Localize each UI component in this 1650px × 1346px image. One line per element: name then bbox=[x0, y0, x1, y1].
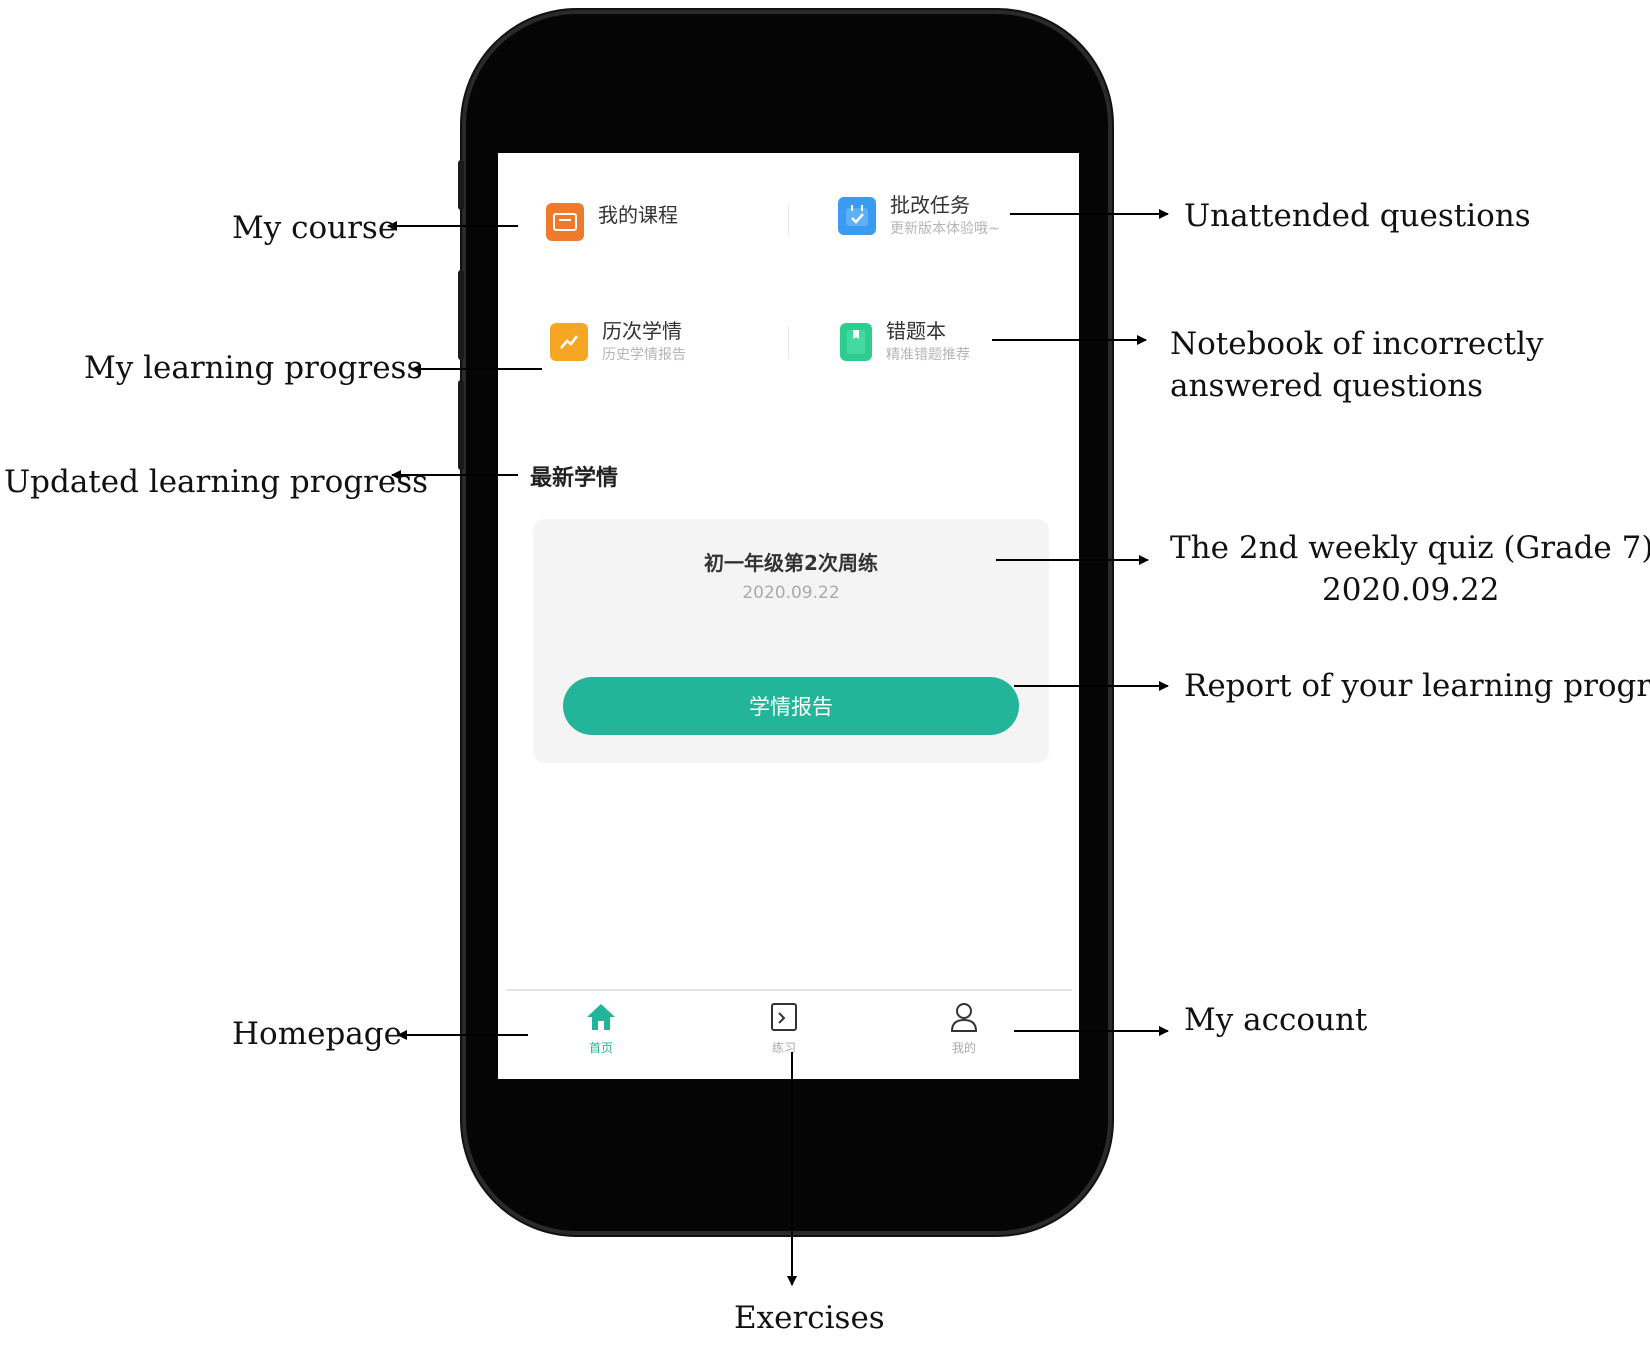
tab-account[interactable]: 我的 bbox=[924, 1001, 1004, 1056]
annotation-unattended: Unattended questions bbox=[1184, 198, 1531, 234]
quiz-card: 初一年级第2次周练 2020.09.22 学情报告 bbox=[533, 519, 1049, 763]
annotation-my-course: My course bbox=[232, 210, 397, 246]
tab-account-label: 我的 bbox=[951, 1041, 976, 1055]
quiz-title: 初一年级第2次周练 bbox=[704, 551, 878, 575]
history-progress-label: 历次学情 bbox=[602, 319, 682, 343]
my-course-item[interactable]: 我的课程 bbox=[546, 203, 678, 241]
phone-side-button bbox=[458, 270, 464, 360]
history-progress-subtitle: 历史学情报告 bbox=[602, 347, 686, 363]
grading-tasks-label: 批改任务 bbox=[890, 193, 970, 217]
tab-home-label: 首页 bbox=[588, 1041, 613, 1055]
user-icon bbox=[950, 1003, 978, 1032]
latest-progress-heading: 最新学情 bbox=[530, 466, 619, 491]
divider bbox=[788, 203, 789, 237]
annotation-report: Report of your learning progress bbox=[1184, 668, 1650, 704]
tab-exercises-label: 练习 bbox=[771, 1041, 796, 1055]
history-progress-item[interactable]: 历次学情 历史学情报告 bbox=[550, 319, 686, 365]
tab-home[interactable]: 首页 bbox=[561, 1001, 641, 1056]
annotation-homepage: Homepage bbox=[232, 1016, 402, 1052]
phone-screen: 我的课程 批改任务 更新版本体验哦~ 历次学情 历史学情报告 错题本 精准错题推… bbox=[498, 153, 1079, 1079]
bottom-tab-bar: 首页 练习 我的 bbox=[506, 989, 1072, 1079]
notebook-icon bbox=[840, 323, 872, 361]
annotation-learning-progress: My learning progress bbox=[84, 350, 423, 386]
report-button[interactable]: 学情报告 bbox=[563, 677, 1019, 735]
grading-tasks-item[interactable]: 批改任务 更新版本体验哦~ bbox=[838, 193, 1000, 239]
annotation-updated-progress: Updated learning progress bbox=[4, 464, 429, 500]
my-course-label: 我的课程 bbox=[598, 203, 678, 227]
calendar-check-icon bbox=[838, 197, 876, 235]
divider bbox=[788, 325, 789, 359]
phone-side-button bbox=[458, 160, 464, 210]
wrong-answer-book-label: 错题本 bbox=[886, 319, 946, 343]
grading-tasks-subtitle: 更新版本体验哦~ bbox=[890, 221, 1000, 237]
tab-exercises[interactable]: 练习 bbox=[744, 1001, 824, 1056]
annotation-quiz-line1: The 2nd weekly quiz (Grade 7) bbox=[1170, 530, 1650, 566]
quiz-date: 2020.09.22 bbox=[742, 583, 840, 603]
annotation-quiz-line2: 2020.09.22 bbox=[1322, 572, 1500, 608]
wrong-answer-book-subtitle: 精准错题推荐 bbox=[886, 347, 970, 363]
phone-side-button bbox=[458, 380, 464, 470]
wrong-answer-book-item[interactable]: 错题本 精准错题推荐 bbox=[840, 319, 970, 365]
annotation-notebook-line1: Notebook of incorrectly bbox=[1170, 326, 1544, 362]
course-icon bbox=[546, 203, 584, 241]
annotation-my-account: My account bbox=[1184, 1002, 1368, 1038]
annotation-exercises: Exercises bbox=[734, 1300, 885, 1336]
trend-chart-icon bbox=[550, 323, 588, 361]
annotation-notebook-line2: answered questions bbox=[1170, 368, 1484, 404]
home-icon bbox=[587, 1004, 615, 1030]
exercise-icon bbox=[771, 1003, 797, 1031]
